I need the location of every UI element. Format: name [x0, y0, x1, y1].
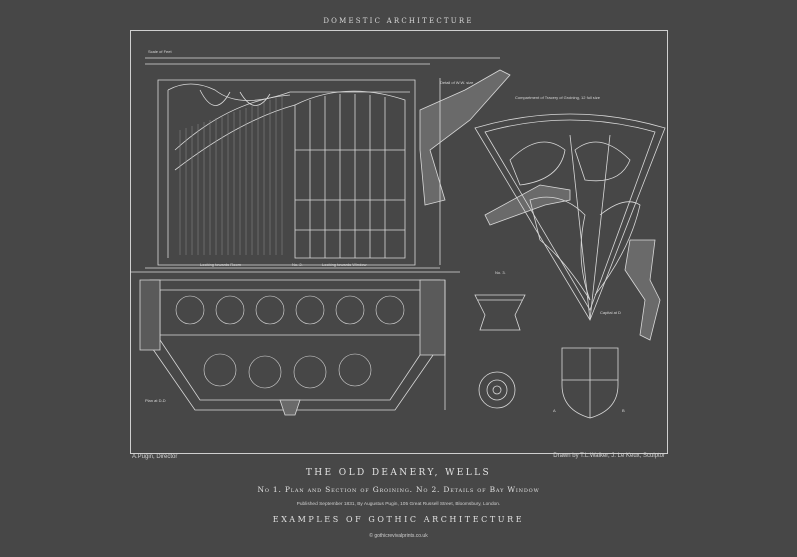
- plate-title: THE OLD DEANERY, WELLS: [305, 468, 492, 478]
- header-title: DOMESTIC ARCHITECTURE: [323, 17, 474, 25]
- label-plan: Plan at D-D: [145, 398, 166, 403]
- series-title: EXAMPLES OF GOTHIC ARCHITECTURE: [272, 515, 525, 524]
- publication-line: Published September 1831, By Augustus Pu…: [296, 502, 501, 507]
- credit-right: Drawn by T.L.Walker, J. Le Keux, Sculpto…: [553, 453, 665, 459]
- site-credit: © gothicrevivalprints.co.uk: [369, 533, 428, 539]
- label-section-right: Looking towards Window: [322, 262, 367, 267]
- label-capital-note: Capital at D: [600, 310, 621, 315]
- label-shield-a: A: [553, 408, 556, 413]
- label-compartment: Compartment of Tracery of Groining, 12 f…: [515, 95, 600, 100]
- plate-subtitle: No 1. Plan and Section of Groining. No 2…: [257, 485, 540, 494]
- label-scale-note: Scale of Feet: [148, 49, 172, 54]
- label-fig3: No. 3.: [495, 270, 506, 275]
- engraving-plate: [130, 30, 668, 454]
- label-fig2: No. 2.: [292, 262, 303, 267]
- label-section-left: Looking towards Room: [200, 262, 241, 267]
- credit-left: A.Pugin, Director: [132, 454, 178, 460]
- label-shield-b: B: [622, 408, 625, 413]
- label-detail-note: Detail of W.W. size: [440, 80, 474, 85]
